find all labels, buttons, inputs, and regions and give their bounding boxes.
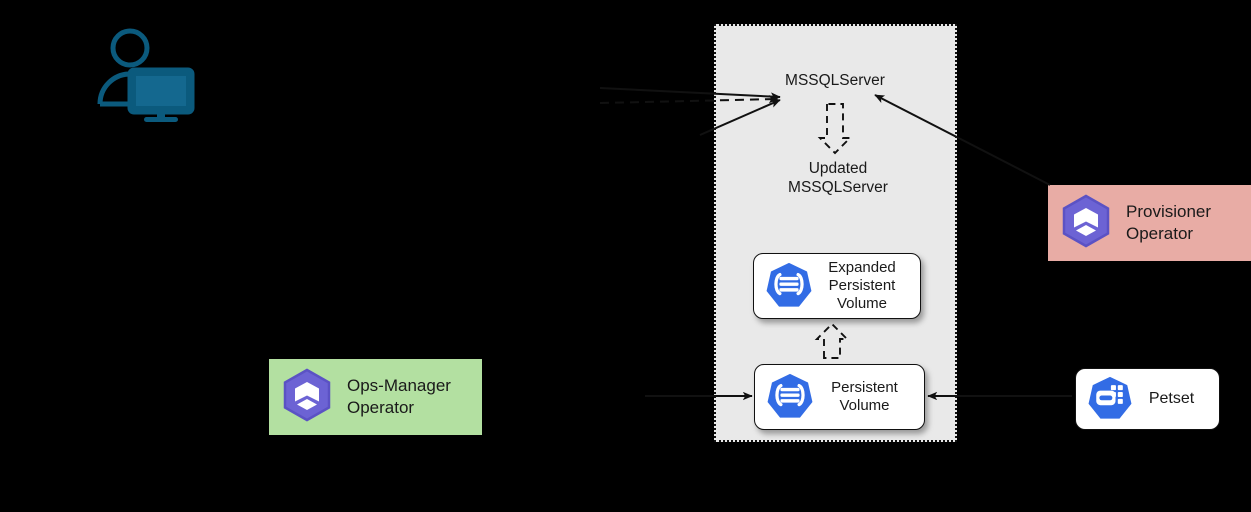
persistent-volume-icon xyxy=(767,372,813,423)
expanded-persistent-volume-box[interactable]: Expanded Persistent Volume xyxy=(753,253,921,319)
provisioner-operator-label: Provisioner Operator xyxy=(1126,202,1212,243)
label-updated-mssqlserver: Updated MSSQLServer xyxy=(788,160,888,196)
petset-box[interactable]: Petset xyxy=(1075,368,1220,430)
ops-manager-operator-chip[interactable]: Ops-Manager Operator xyxy=(269,359,482,435)
persistent-volume-box[interactable]: Persistent Volume xyxy=(754,364,925,430)
persistent-volume-icon xyxy=(766,261,812,312)
expanded-persistent-volume-label: Expanded Persistent Volume xyxy=(828,259,896,312)
petset-label: Petset xyxy=(1148,390,1195,407)
operator-cube-icon xyxy=(281,368,333,427)
ops-manager-operator-label: Ops-Manager Operator xyxy=(347,376,451,417)
user-at-computer-icon xyxy=(96,26,196,126)
provisioner-operator-chip[interactable]: Provisioner Operator xyxy=(1048,185,1251,261)
label-mssqlserver: MSSQLServer xyxy=(785,72,885,89)
persistent-volume-label: Persistent Volume xyxy=(831,379,898,414)
petset-icon xyxy=(1088,375,1132,424)
operator-cube-icon xyxy=(1060,194,1112,253)
